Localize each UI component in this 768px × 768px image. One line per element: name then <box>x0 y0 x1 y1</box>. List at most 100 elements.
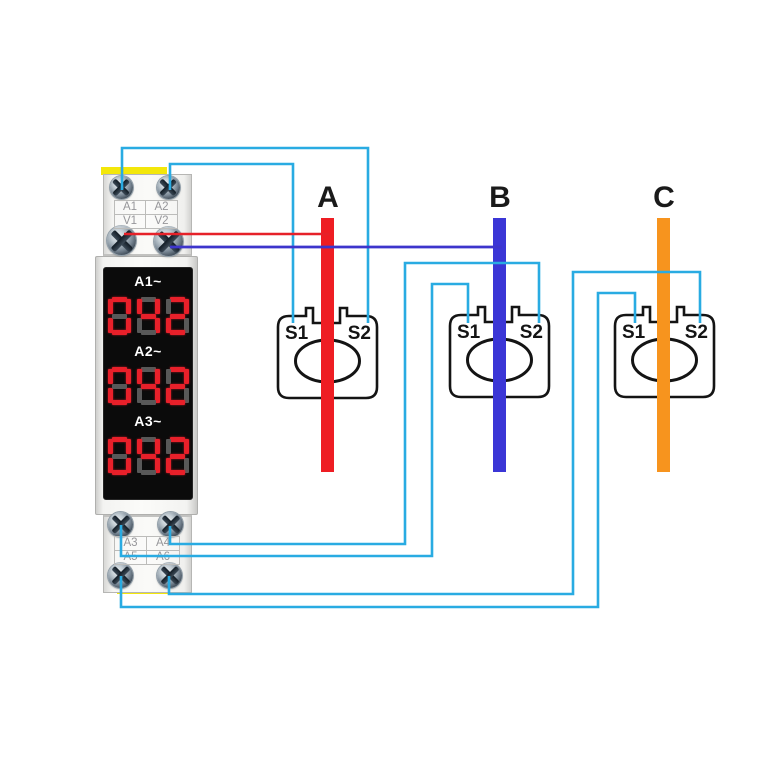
segment-f <box>107 369 113 384</box>
segment-a <box>140 437 156 442</box>
terminal-screw-a5 <box>108 563 133 588</box>
segment-e <box>107 458 113 473</box>
seven-segment-digit <box>165 297 189 335</box>
segment-g <box>169 313 185 319</box>
phase-c-label: C <box>653 181 675 214</box>
segment-e <box>136 388 142 403</box>
segment-f <box>107 439 113 454</box>
seven-segment-digit <box>107 367 131 405</box>
segment-g <box>111 313 127 319</box>
terminal-screw-v1 <box>107 226 136 255</box>
display-row-label: A1~ <box>134 273 162 289</box>
phase-b-label: B <box>489 181 511 214</box>
terminal-label-a3: A3 <box>115 537 147 551</box>
segment-g <box>169 453 185 459</box>
terminal-label-a1: A1 <box>115 201 146 215</box>
terminal-screw-a3 <box>108 512 133 537</box>
segment-b <box>154 299 160 314</box>
terminal-screw-a2 <box>157 176 180 199</box>
segment-e <box>165 388 171 403</box>
segment-b <box>125 299 131 314</box>
top-terminal-labels: A1 A2 V1 V2 <box>114 200 178 229</box>
segment-b <box>154 439 160 454</box>
segment-d <box>140 470 156 475</box>
ct-a-s2-label: S2 <box>348 323 371 344</box>
seven-segment-digit <box>165 437 189 475</box>
terminal-label-a4: A4 <box>147 537 179 551</box>
led-display-panel: A1~ A2~ A3~ <box>103 267 193 500</box>
display-row-value <box>104 434 192 478</box>
phase-a-conductor <box>321 218 334 472</box>
terminal-label-v2: V2 <box>154 215 169 227</box>
segment-a <box>169 367 185 372</box>
seven-segment-digit <box>136 437 160 475</box>
segment-a <box>140 367 156 372</box>
terminal-screw-a1 <box>110 176 133 199</box>
terminal-label-a6: A6 <box>155 551 171 563</box>
segment-f <box>165 439 171 454</box>
segment-f <box>165 369 171 384</box>
segment-e <box>165 318 171 333</box>
segment-d <box>169 330 185 335</box>
seven-segment-digit <box>107 297 131 335</box>
segment-a <box>169 297 185 302</box>
phase-a-label: A <box>317 181 339 214</box>
segment-b <box>183 299 189 314</box>
ct-c-s2-label: S2 <box>685 322 708 343</box>
segment-f <box>136 439 142 454</box>
bottom-terminal-labels: A3 A4 A5 A6 <box>114 536 180 565</box>
ct-b-s1-label: S1 <box>457 322 481 343</box>
segment-a <box>111 367 127 372</box>
segment-b <box>154 369 160 384</box>
segment-f <box>136 369 142 384</box>
segment-e <box>136 318 142 333</box>
segment-e <box>107 388 113 403</box>
segment-a <box>111 297 127 302</box>
segment-a <box>140 297 156 302</box>
segment-g <box>169 383 185 389</box>
segment-a <box>111 437 127 442</box>
display-row-value <box>104 364 192 408</box>
display-row-label: A2~ <box>134 343 162 359</box>
terminal-screw-v2 <box>154 227 183 256</box>
terminal-label-a2: A2 <box>146 201 177 215</box>
phase-c-conductor <box>657 218 670 472</box>
segment-f <box>165 299 171 314</box>
segment-g <box>111 383 127 389</box>
segment-b <box>125 369 131 384</box>
segment-d <box>140 400 156 405</box>
terminal-screw-a4 <box>158 512 183 537</box>
segment-g <box>140 313 156 319</box>
ct-a-s1-label: S1 <box>285 323 309 344</box>
display-row-value <box>104 294 192 338</box>
segment-g <box>111 453 127 459</box>
display-row-label: A3~ <box>134 413 162 429</box>
segment-b <box>125 439 131 454</box>
segment-d <box>169 400 185 405</box>
segment-e <box>107 318 113 333</box>
phase-b-conductor <box>493 218 506 472</box>
segment-g <box>140 453 156 459</box>
ct-b-s2-label: S2 <box>520 322 543 343</box>
segment-e <box>165 458 171 473</box>
terminal-label-a5: A5 <box>115 551 147 564</box>
segment-b <box>183 369 189 384</box>
ct-c-s1-label: S1 <box>622 322 646 343</box>
segment-d <box>111 400 127 405</box>
segment-d <box>111 330 127 335</box>
seven-segment-digit <box>136 367 160 405</box>
seven-segment-digit <box>136 297 160 335</box>
terminal-screw-a6 <box>157 563 182 588</box>
seven-segment-digit <box>107 437 131 475</box>
segment-d <box>169 470 185 475</box>
seven-segment-digit <box>165 367 189 405</box>
segment-d <box>140 330 156 335</box>
segment-a <box>169 437 185 442</box>
segment-f <box>107 299 113 314</box>
segment-f <box>136 299 142 314</box>
segment-g <box>140 383 156 389</box>
terminal-label-v1: V1 <box>115 215 146 228</box>
segment-e <box>136 458 142 473</box>
segment-b <box>183 439 189 454</box>
